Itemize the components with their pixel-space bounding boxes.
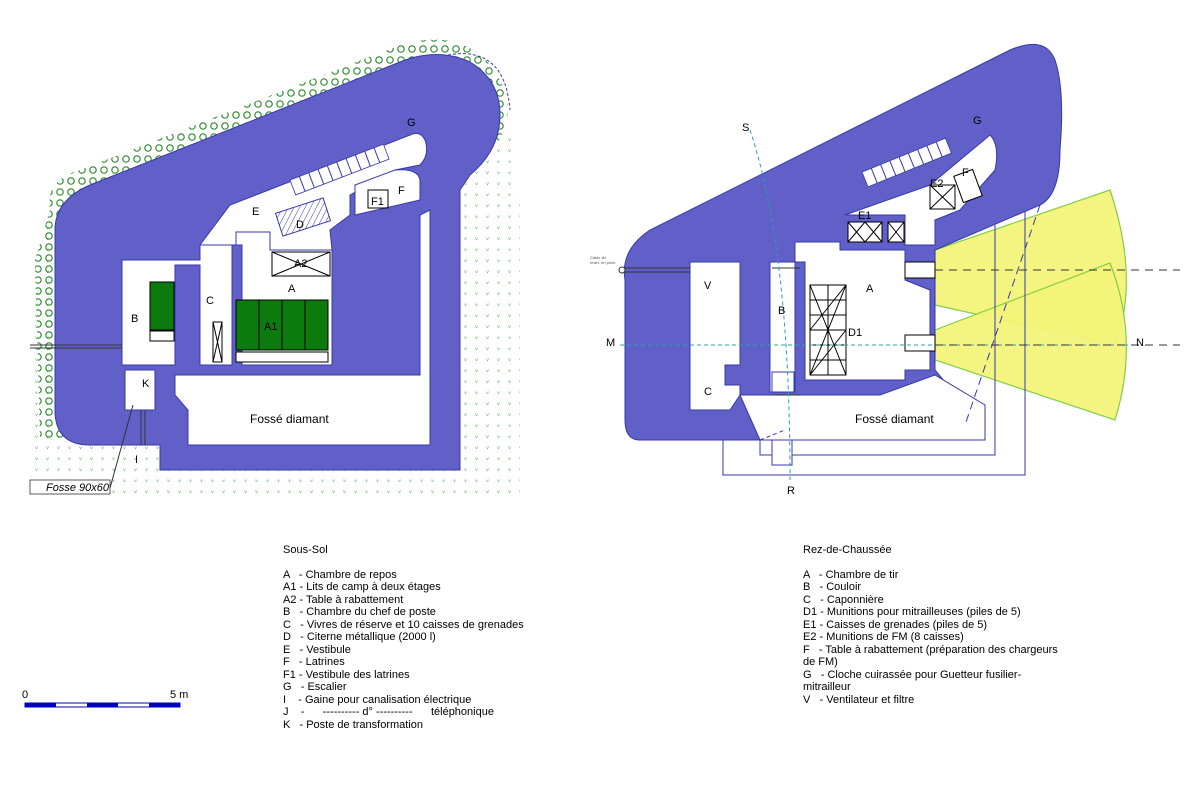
- scale-end-label: 5 m: [170, 689, 188, 701]
- legend-rez-de-chaussee: Rez-de-Chaussée A - Chambre de tir B - C…: [803, 544, 1063, 706]
- legend-item: A1 - Lits de camp à deux étages: [283, 581, 441, 593]
- crates-d1: [809, 284, 847, 376]
- legend-title-sous-sol: Sous-Sol: [283, 544, 328, 556]
- plan-sous-sol: G E D F1 F A2 A A1 C B K I Fossé diamant…: [29, 39, 520, 500]
- label-e2: E2: [930, 178, 943, 190]
- legend-item: A - Chambre de repos: [283, 568, 397, 581]
- label-a-rdc: A: [866, 283, 874, 295]
- rdc-corridor-b: [769, 261, 796, 393]
- box-e2: [929, 184, 956, 210]
- legend-item: B - Chambre du chef de poste: [283, 606, 436, 618]
- legend-item: C - Caponnière: [803, 593, 884, 606]
- label-a1: A1: [264, 321, 277, 333]
- label-d: D: [296, 219, 304, 231]
- label-i: I: [135, 454, 138, 466]
- section-axes: [620, 129, 1180, 481]
- label-k: K: [142, 378, 150, 390]
- legend-item: J - ---------- d° ---------- téléphoniqu…: [283, 706, 494, 718]
- legend-item: I - Gaine pour canalisation électrique: [283, 693, 472, 706]
- staircase-rdc: [861, 137, 952, 188]
- outline-lines: [722, 210, 1026, 476]
- bed-b: [149, 281, 175, 342]
- label-b-rdc: B: [778, 305, 785, 317]
- label-f1: F1: [371, 196, 384, 208]
- rdc-interior: [689, 261, 741, 411]
- label-c: C: [206, 295, 214, 307]
- legend-item: C - Vivres de réserve et 10 caisses de g…: [283, 618, 524, 631]
- label-g-rdc: G: [973, 115, 982, 127]
- label-f: F: [398, 185, 405, 197]
- table-a2: [271, 251, 331, 277]
- legend-item: E - Vestibule: [283, 643, 351, 656]
- label-f-rdc: F: [962, 167, 969, 179]
- legend-item: A2 - Table à rabattement: [283, 593, 404, 606]
- legend-item: V - Ventilateur et filtre: [803, 693, 915, 706]
- shelf-c: [212, 321, 223, 363]
- label-g: G: [407, 117, 416, 129]
- rdc-upper-void: [844, 134, 998, 246]
- label-n: N: [1136, 337, 1144, 349]
- scale-bar: 0 5 m: [22, 689, 188, 708]
- scale-start-label: 0: [22, 689, 28, 701]
- label-m: M: [606, 337, 615, 349]
- legend-item: D - Citerne métallique (2000 l): [283, 631, 436, 643]
- legend-item: F - Table à rabattement (préparation des…: [803, 643, 1061, 669]
- cable-lines-left: [30, 344, 146, 489]
- legend-item: E1 - Caisses de grenades (piles de 5): [803, 618, 988, 631]
- label-fosse-90x60: Fosse 90x60: [46, 482, 110, 494]
- staircase-sous-sol: [289, 143, 390, 196]
- legend-sous-sol: Sous-Sol A - Chambre de repos A1 - Lits …: [283, 544, 533, 731]
- legend-item: A - Chambre de tir: [803, 568, 899, 581]
- dashed-arc: [447, 53, 511, 111]
- plan-rez-de-chaussee: G E2 F E1 A V B D1 C Fossé diamant S R M…: [590, 43, 1180, 497]
- k-room: [124, 369, 156, 411]
- legend-item: G - Escalier: [283, 681, 347, 693]
- fire-sector-lower: [934, 262, 1127, 421]
- label-e: E: [252, 206, 259, 218]
- legend-item: F - Latrines: [283, 656, 345, 668]
- label-s: S: [742, 122, 749, 134]
- legend-item: B - Couloir: [803, 581, 862, 593]
- crates-e1: [847, 221, 905, 243]
- legend-item: E2 - Munitions de FM (8 caisses): [803, 631, 964, 643]
- legend-item: F1 - Vestibule des latrines: [283, 668, 410, 681]
- label-r: R: [787, 485, 795, 497]
- latrine-f1-box: [367, 189, 389, 209]
- legend-item: K - Poste de transformation: [283, 718, 424, 731]
- label-fosse-diamant-left: Fossé diamant: [250, 412, 329, 426]
- legend-item: D1 - Munitions pour mitrailleuses (piles…: [803, 606, 1021, 618]
- label-v: V: [704, 280, 712, 292]
- cable-note-2: enter. en plom.: [590, 260, 616, 265]
- cistern-d: [274, 197, 332, 237]
- embrasures: [904, 261, 936, 352]
- legend-item: G - Cloche cuirassée pour Guetteur fusil…: [803, 668, 1022, 694]
- label-b: B: [131, 313, 138, 325]
- cable-note-1: Cable tél.: [590, 255, 607, 260]
- label-d1: D1: [848, 327, 862, 339]
- legend-title-rez-de-chaussee: Rez-de-Chaussée: [803, 544, 892, 556]
- label-a: A: [288, 283, 296, 295]
- fosse-void: [174, 209, 431, 446]
- label-a2: A2: [294, 258, 307, 270]
- label-c-rdc: C: [704, 386, 712, 398]
- bunk-beds-a1: [235, 299, 329, 363]
- fosse-90x60-box: [29, 479, 111, 495]
- label-fosse-diamant-right: Fossé diamant: [855, 412, 934, 426]
- box-f-rdc: [953, 168, 983, 204]
- label-e1: E1: [858, 210, 871, 222]
